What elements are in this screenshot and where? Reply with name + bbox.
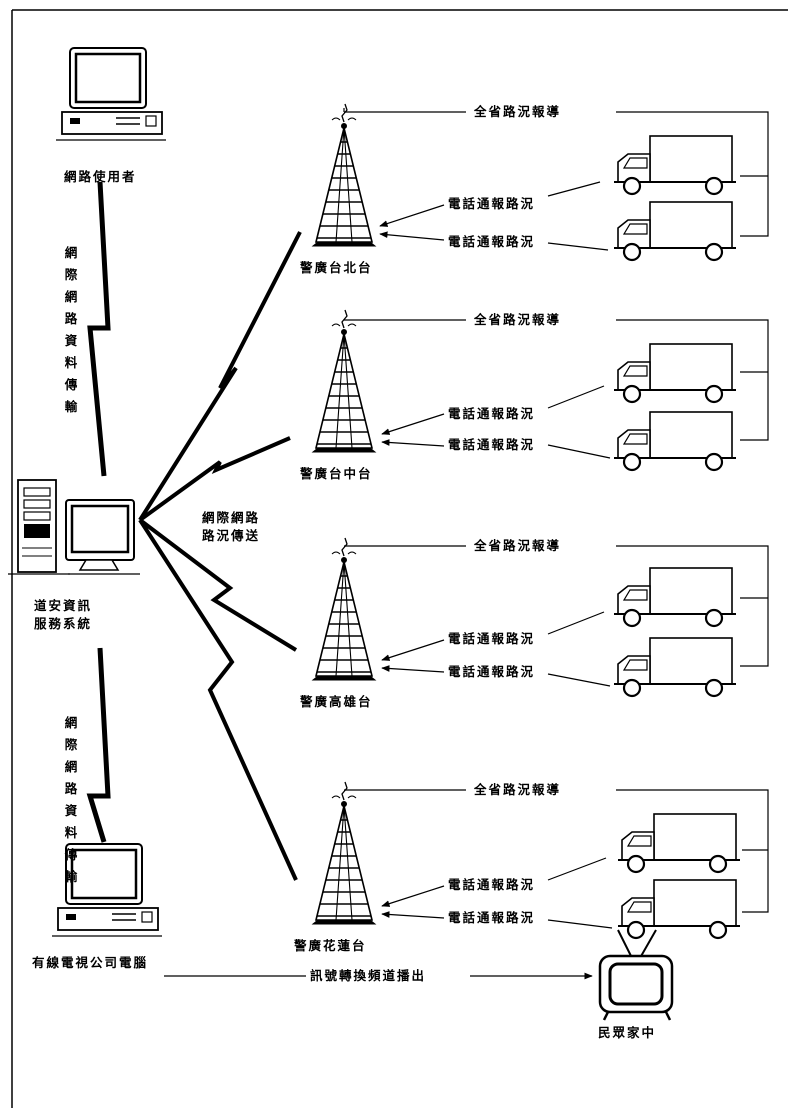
station-name-hualien: 警廣花蓮台: [294, 940, 367, 953]
truck-icon: [614, 638, 736, 696]
station-name-taipei: 警廣台北台: [300, 262, 373, 275]
internet-transfer-label-bottom: 網際網路資料傳輸: [64, 712, 78, 888]
report-label: 全省路況報導: [474, 314, 561, 327]
call-label: 電話通報路況: [448, 198, 535, 211]
internet-user-computer-icon: [56, 48, 166, 140]
radio-tower-icon: [313, 104, 375, 246]
internet-traffic-send-line1: 網際網路: [202, 512, 260, 525]
truck-icon: [614, 568, 736, 626]
home-label: 民眾家中: [598, 1027, 656, 1040]
truck-icon: [618, 880, 740, 938]
lightning-link-icon: [90, 648, 108, 842]
truck-icon: [614, 136, 736, 194]
report-label: 全省路況報導: [474, 784, 561, 797]
lightning-link-icon: [90, 182, 108, 476]
call-label: 電話通報路況: [448, 666, 535, 679]
call-label: 電話通報路況: [448, 633, 535, 646]
call-label: 電話通報路況: [448, 408, 535, 421]
station-name-kaohsiung: 警廣高雄台: [300, 696, 373, 709]
truck-icon: [614, 202, 736, 260]
lightning-link-icon: [140, 520, 296, 880]
traffic-system-label-line2: 服務系統: [34, 618, 92, 631]
call-label: 電話通報路況: [448, 439, 535, 452]
lightning-link-icon: [140, 232, 300, 520]
signal-broadcast-label: 訊號轉換頻道播出: [310, 970, 426, 983]
call-label: 電話通報路況: [448, 236, 535, 249]
truck-icon: [614, 412, 736, 470]
cable-tv-pc-label: 有線電視公司電腦: [32, 957, 148, 970]
lightning-link-icon: [140, 438, 290, 520]
internet-traffic-send-line2: 路況傳送: [202, 530, 260, 543]
traffic-system-label-line1: 道安資訊: [34, 600, 92, 613]
internet-user-label: 網路使用者: [64, 171, 137, 184]
television-icon: [600, 930, 672, 1020]
internet-transfer-label-top: 網際網路資料傳輸: [64, 242, 78, 418]
report-label: 全省路況報導: [474, 106, 561, 119]
call-label: 電話通報路況: [448, 879, 535, 892]
truck-icon: [614, 344, 736, 402]
radio-tower-icon: [313, 538, 375, 680]
station-name-taichung: 警廣台中台: [300, 468, 373, 481]
traffic-info-server-icon: [8, 480, 140, 574]
radio-tower-icon: [313, 310, 375, 452]
radio-tower-icon: [313, 782, 375, 924]
report-label: 全省路況報導: [474, 540, 561, 553]
truck-icon: [618, 814, 740, 872]
call-label: 電話通報路況: [448, 912, 535, 925]
